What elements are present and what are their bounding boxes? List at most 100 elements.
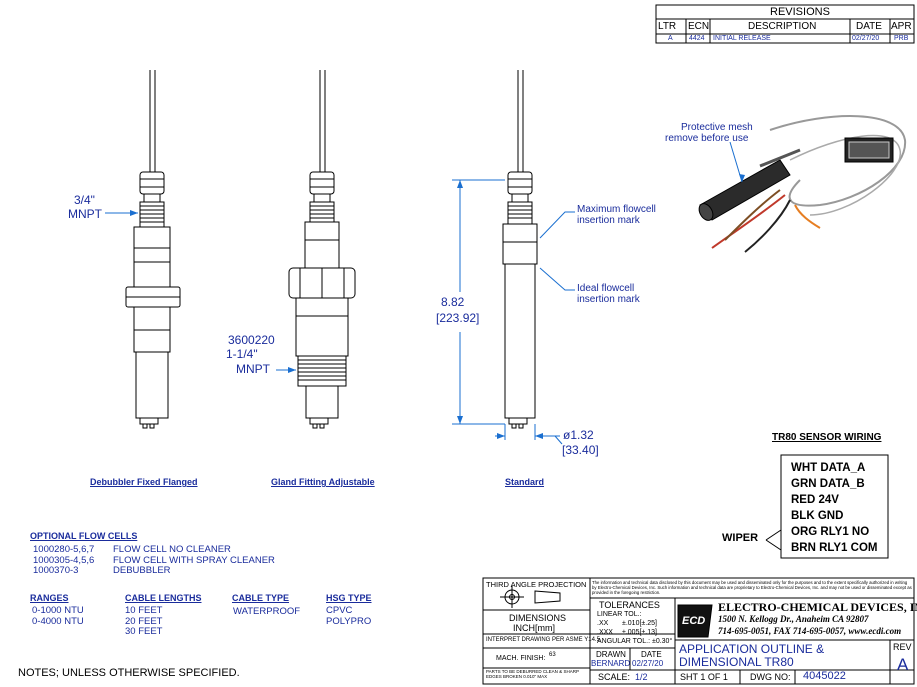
scale-label: SCALE: bbox=[598, 672, 631, 682]
date-label: DATE bbox=[641, 650, 662, 659]
drawn-label: DRAWN bbox=[596, 650, 626, 659]
wiring-list: WHT DATA_A GRN DATA_B RED 24V BLK GND OR… bbox=[791, 460, 877, 556]
sheet-label: SHT 1 OF 1 bbox=[680, 672, 728, 682]
interpret-label: INTERPRET DRAWING PER ASME Y14.5 bbox=[486, 637, 600, 643]
company-address: 1500 N. Kellogg Dr., Anaheim CA 92807 bbox=[718, 614, 869, 624]
wiring-item: GRN DATA_B bbox=[791, 478, 865, 490]
gland-part-number: 3600220 bbox=[228, 333, 275, 347]
dimensions-label: DIMENSIONS bbox=[509, 613, 567, 623]
rev-header-desc: DESCRIPTION bbox=[748, 21, 817, 32]
flow-cell-desc: DEBUBBLER bbox=[113, 565, 171, 576]
wiring-item: BLK GND bbox=[791, 510, 844, 522]
range-item: 0-1000 NTU bbox=[32, 605, 84, 616]
thread-34-line1: 3/4" bbox=[74, 193, 95, 207]
diameter-dim-mm: [33.40] bbox=[562, 443, 599, 457]
company-name: ELECTRO-CHEMICAL DEVICES, INC. bbox=[718, 600, 917, 614]
flow-cell-item: 1000280-5,6,7 FLOW CELL NO CLEANER bbox=[33, 544, 275, 556]
gland-thread-size: 1-1/4" bbox=[226, 347, 258, 361]
date-value: 02/27/20 bbox=[632, 659, 664, 668]
caption-gland: Gland Fitting Adjustable bbox=[271, 477, 375, 487]
disclaimer: The information and technical data discl… bbox=[592, 580, 912, 595]
rev-ecn: 4424 bbox=[689, 35, 705, 42]
ideal-insertion-line1: Ideal flowcell bbox=[577, 283, 635, 294]
dwg-label: DWG NO: bbox=[750, 672, 791, 682]
tol-xxx-value: ±.005[±.13] bbox=[622, 629, 657, 636]
mesh-note-line2: remove before use bbox=[665, 133, 749, 144]
revisions-title: REVISIONS bbox=[770, 6, 830, 18]
tolerances-label: TOLERANCES bbox=[599, 600, 660, 610]
ideal-insertion-line2: insertion mark bbox=[577, 294, 640, 305]
wiring-item: WHT DATA_A bbox=[791, 462, 866, 474]
flow-cells-title: OPTIONAL FLOW CELLS bbox=[30, 531, 138, 541]
cable-lengths-title: CABLE LENGTHS bbox=[125, 593, 202, 603]
max-insertion-line2: insertion mark bbox=[577, 215, 640, 226]
rev-header-ltr: LTR bbox=[658, 21, 677, 32]
rev-value: A bbox=[897, 655, 909, 674]
flow-cell-desc: FLOW CELL NO CLEANER bbox=[113, 544, 231, 555]
caption-debubbler: Debubbler Fixed Flanged bbox=[90, 477, 198, 487]
rev-header-ecn: ECN bbox=[688, 21, 710, 32]
ranges-list: 0-1000 NTU 0-4000 NTU bbox=[32, 605, 84, 627]
height-dim-in: 8.82 bbox=[441, 295, 465, 309]
flow-cell-part: 1000305-4,5,6 bbox=[33, 554, 95, 566]
hsg-item: CPVC bbox=[326, 605, 353, 616]
title-block bbox=[482, 577, 915, 685]
company-phone: 714-695-0051, FAX 714-695-0057, www.ecdi… bbox=[718, 626, 902, 636]
ranges-title: RANGES bbox=[30, 593, 69, 603]
cable-length-item: 10 FEET bbox=[125, 605, 163, 616]
company-logo: ECD bbox=[682, 615, 706, 627]
dwg-number: 4045022 bbox=[803, 670, 846, 682]
range-item: 0-4000 NTU bbox=[32, 615, 84, 627]
rev-desc: INITIAL RELEASE bbox=[713, 35, 771, 42]
thread-34-line2: MNPT bbox=[68, 207, 102, 221]
sensor-gland bbox=[288, 70, 356, 429]
drawing-title-line1: APPLICATION OUTLINE & bbox=[679, 642, 825, 656]
rev-date: 02/27/20 bbox=[852, 35, 880, 42]
caption-standard: Standard bbox=[505, 477, 545, 487]
mach-finish-label: MACH. FINISH: bbox=[496, 655, 546, 662]
wiper-label: WIPER bbox=[722, 532, 759, 544]
rev-header-date: DATE bbox=[856, 21, 882, 32]
flow-cells-list: 1000280-5,6,7 FLOW CELL NO CLEANER 100030… bbox=[33, 544, 275, 577]
wiring-title: TR80 SENSOR WIRING bbox=[772, 432, 882, 443]
wiring-item: BRN RLY1 COM bbox=[791, 542, 878, 554]
deburr-note: PARTS TO BE DEBURRED CLEAN & SHARP EDGES… bbox=[486, 669, 579, 679]
rev-label: REV bbox=[893, 642, 912, 652]
max-insertion-line1: Maximum flowcell bbox=[577, 204, 656, 215]
hsg-type-title: HSG TYPE bbox=[326, 593, 372, 603]
rev-header-apr: APR bbox=[891, 21, 912, 32]
hsg-type-list: CPVC POLYPRO bbox=[326, 605, 372, 627]
linear-tol-label: LINEAR TOL.: bbox=[597, 611, 642, 618]
wiring-item: RED 24V bbox=[791, 494, 839, 506]
sensor-debubbler bbox=[125, 70, 181, 429]
flow-cell-part: 1000280-5,6,7 bbox=[33, 544, 95, 555]
cable-type-title: CABLE TYPE bbox=[232, 593, 290, 603]
tol-xx-label: .XX bbox=[597, 620, 609, 627]
tol-xx-value: ±.010[±.25] bbox=[622, 620, 657, 627]
mesh-note-line1: Protective mesh bbox=[681, 122, 753, 133]
revisions-table bbox=[655, 4, 915, 44]
wiring-box bbox=[780, 454, 889, 559]
rev-ltr: A bbox=[668, 35, 673, 42]
diameter-dim-in: ø1.32 bbox=[563, 428, 594, 442]
units-label: INCH[mm] bbox=[513, 623, 555, 633]
flow-cell-item: 1000370-3 DEBUBBLER bbox=[33, 565, 275, 577]
cable-lengths-list: 10 FEET 20 FEET 30 FEET bbox=[125, 605, 163, 638]
rev-apr: PRB bbox=[894, 35, 909, 42]
cable-length-item: 20 FEET bbox=[125, 615, 163, 627]
flow-cell-part: 1000370-3 bbox=[33, 565, 79, 576]
gland-thread-type: MNPT bbox=[236, 362, 270, 376]
angular-tol: ANGULAR TOL.: ±0.30° bbox=[597, 638, 673, 645]
hsg-item: POLYPRO bbox=[326, 615, 372, 627]
height-dim-mm: [223.92] bbox=[436, 311, 480, 325]
notes: NOTES; UNLESS OTHERWISE SPECIFIED. bbox=[18, 667, 240, 679]
sensor-standard bbox=[502, 70, 538, 429]
tol-xxx-label: .XXX bbox=[597, 629, 613, 636]
scale-value: 1/2 bbox=[635, 672, 648, 682]
drawing-title-line2: DIMENSIONAL TR80 bbox=[679, 655, 794, 669]
finish-value: 63 bbox=[549, 652, 556, 658]
projection-label: THIRD ANGLE PROJECTION bbox=[486, 580, 587, 589]
cable-type-item: WATERPROOF bbox=[233, 606, 301, 617]
